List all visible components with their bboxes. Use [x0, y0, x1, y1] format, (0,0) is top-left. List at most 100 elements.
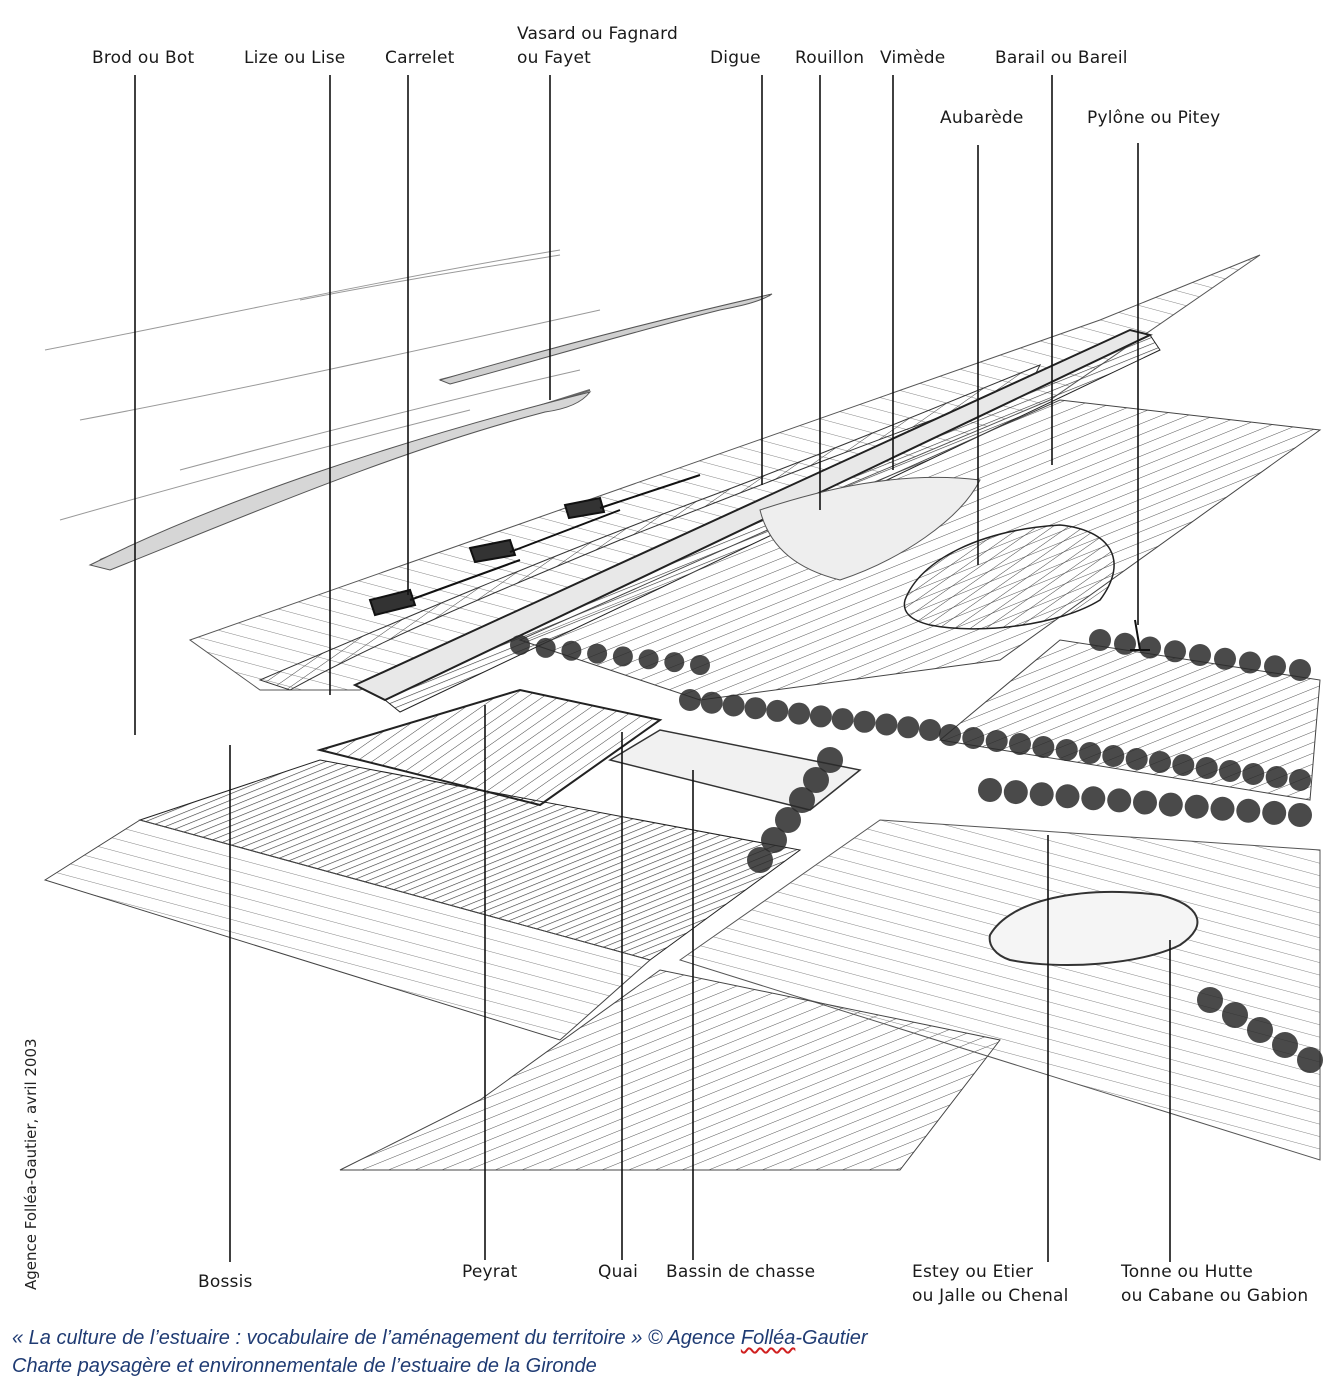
tree — [1164, 640, 1186, 663]
tree — [1055, 784, 1080, 809]
tree — [1242, 763, 1265, 785]
pylon — [1130, 619, 1150, 651]
tree — [1289, 659, 1311, 681]
label-vasard: Vasard ou Fagnard ou Fayet — [517, 22, 678, 70]
tree — [1210, 796, 1235, 821]
field-bottom — [339, 969, 1001, 1171]
tree — [853, 710, 876, 733]
tree — [1102, 745, 1125, 767]
tree — [919, 719, 941, 741]
tree — [1114, 632, 1136, 655]
tree — [1297, 1047, 1323, 1073]
tree — [744, 697, 767, 720]
caption-line1-pre: « La culture de l’estuaire : vocabulaire… — [12, 1327, 741, 1349]
label-pylone: Pylône ou Pitey — [1087, 108, 1221, 128]
tree — [1139, 636, 1161, 659]
label-quai: Quai — [598, 1262, 639, 1282]
sandbank — [88, 391, 592, 571]
tree — [510, 635, 530, 655]
tree — [690, 655, 710, 675]
label-tonne-line2: ou Cabane ou Gabion — [1121, 1286, 1309, 1306]
tree — [1029, 782, 1054, 807]
tree — [1264, 655, 1286, 678]
caption-line1: « La culture de l’estuaire : vocabulaire… — [12, 1327, 868, 1350]
pond — [988, 890, 1199, 966]
caption-line1-mark: Folléa — [740, 1327, 796, 1349]
label-bossis: Bossis — [198, 1272, 253, 1292]
harbour — [316, 688, 663, 807]
label-peyrat: Peyrat — [462, 1262, 518, 1282]
label-rouillon: Rouillon — [795, 48, 865, 68]
field-upper — [518, 399, 1322, 701]
tree — [761, 827, 787, 853]
tree — [766, 699, 789, 722]
tree — [1272, 1032, 1298, 1058]
caption-line2: Charte paysagère et environnementale de … — [12, 1355, 597, 1377]
tree — [831, 708, 854, 731]
tree — [1158, 792, 1183, 817]
tree — [1149, 751, 1171, 773]
tree — [679, 689, 701, 711]
tree — [1133, 790, 1157, 815]
caption-line1-post: -Gautier — [795, 1327, 868, 1349]
tree — [803, 767, 829, 793]
label-bassin: Bassin de chasse — [666, 1262, 816, 1282]
label-brod: Brod ou Bot — [92, 48, 195, 68]
tree — [722, 694, 745, 717]
carrelets — [368, 474, 701, 617]
label-estey-line2: ou Jalle ou Chenal — [912, 1286, 1069, 1306]
tree — [1184, 794, 1209, 819]
tree — [587, 643, 608, 664]
tree — [535, 637, 556, 658]
tree — [612, 646, 633, 667]
tree — [985, 730, 1008, 752]
tree — [897, 716, 920, 739]
tree — [664, 652, 685, 673]
artist-credit: Agence Folléa-Gautier, avril 2003 — [22, 1038, 40, 1290]
tree — [747, 847, 773, 873]
label-tonne-line1: Tonne ou Hutte — [1121, 1262, 1254, 1282]
label-digue: Digue — [710, 48, 761, 68]
tree — [1236, 798, 1261, 823]
tree — [1219, 760, 1241, 782]
tree — [1265, 766, 1288, 788]
tree — [1172, 754, 1195, 776]
tree — [939, 724, 961, 746]
tree — [775, 807, 801, 833]
tree — [1081, 786, 1106, 811]
tree — [875, 713, 898, 736]
tree — [1009, 733, 1031, 755]
tree — [1289, 769, 1311, 791]
tree — [978, 778, 1002, 802]
label-estey-line1: Estey ou Etier — [912, 1262, 1034, 1282]
label-carrelet: Carrelet — [385, 48, 455, 68]
tree — [1222, 1002, 1248, 1028]
tree — [809, 705, 832, 728]
label-estey: Estey ou Etier ou Jalle ou Chenal — [912, 1260, 1069, 1308]
leader-lines — [134, 75, 1171, 1262]
label-barail: Barail ou Bareil — [995, 48, 1128, 68]
tree — [700, 691, 723, 714]
tree — [1214, 647, 1236, 670]
tree — [962, 727, 985, 749]
tree — [817, 747, 843, 773]
field-rouillon — [759, 476, 981, 581]
sandbank — [438, 293, 773, 385]
tree — [1239, 651, 1261, 674]
woodland — [903, 524, 1115, 630]
tree — [1189, 644, 1211, 666]
tree — [561, 640, 582, 661]
tree — [1262, 800, 1287, 825]
tree — [1197, 987, 1223, 1013]
tree — [1195, 757, 1218, 779]
label-aubarede: Aubarède — [940, 108, 1024, 128]
field-mid — [938, 639, 1321, 801]
label-lize: Lize ou Lise — [244, 48, 346, 68]
tree — [789, 787, 815, 813]
tree — [1032, 736, 1055, 758]
tree — [1079, 742, 1101, 764]
label-vimede: Vimède — [880, 48, 946, 68]
label-vasard-line1: Vasard ou Fagnard — [517, 24, 678, 44]
